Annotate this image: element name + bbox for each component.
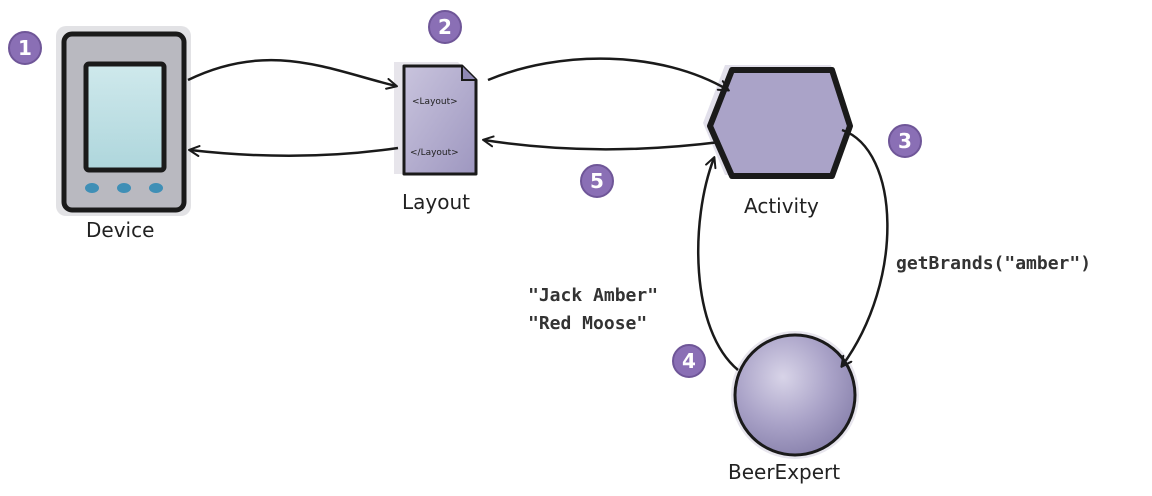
device-screen — [83, 61, 167, 173]
activity-hexagon — [707, 67, 853, 179]
layout-page — [402, 64, 478, 176]
arrow-activity-to-beer-expert — [840, 128, 889, 368]
arrow-activity-to-layout — [482, 135, 721, 151]
method-call-annotation: getBrands("amber") — [896, 253, 1092, 274]
layout-close-tag: </Layout> — [410, 148, 459, 158]
layout-page-fold — [461, 66, 476, 81]
step-badge-1: 1 — [8, 31, 42, 65]
layout-label: Layout — [402, 190, 470, 214]
step-badge-5: 5 — [580, 164, 614, 198]
result-annotation-1: "Jack Amber" — [528, 285, 659, 306]
layout-node: <Layout> </Layout> — [394, 62, 478, 176]
beer-expert-node — [731, 331, 859, 459]
arrow-layout-to-device — [188, 145, 399, 158]
layout-open-tag: <Layout> — [412, 97, 458, 107]
beer-expert-sphere — [733, 333, 857, 457]
result-annotation-2: "Red Moose" — [528, 313, 648, 334]
device-button-2 — [117, 183, 131, 193]
activity-node — [703, 65, 853, 179]
arrow-device-to-layout — [187, 58, 398, 90]
activity-label: Activity — [744, 194, 819, 218]
step-badge-2: 2 — [428, 10, 462, 44]
device-label: Device — [86, 218, 155, 242]
arrow-layout-to-activity — [487, 57, 730, 92]
step-badge-4: 4 — [672, 344, 706, 378]
device-node — [56, 26, 191, 216]
arrow-beer-expert-to-activity — [697, 156, 739, 371]
device-button-3 — [149, 183, 163, 193]
beer-expert-label: BeerExpert — [728, 460, 841, 484]
device-button-1 — [85, 183, 99, 193]
step-badge-3: 3 — [888, 124, 922, 158]
